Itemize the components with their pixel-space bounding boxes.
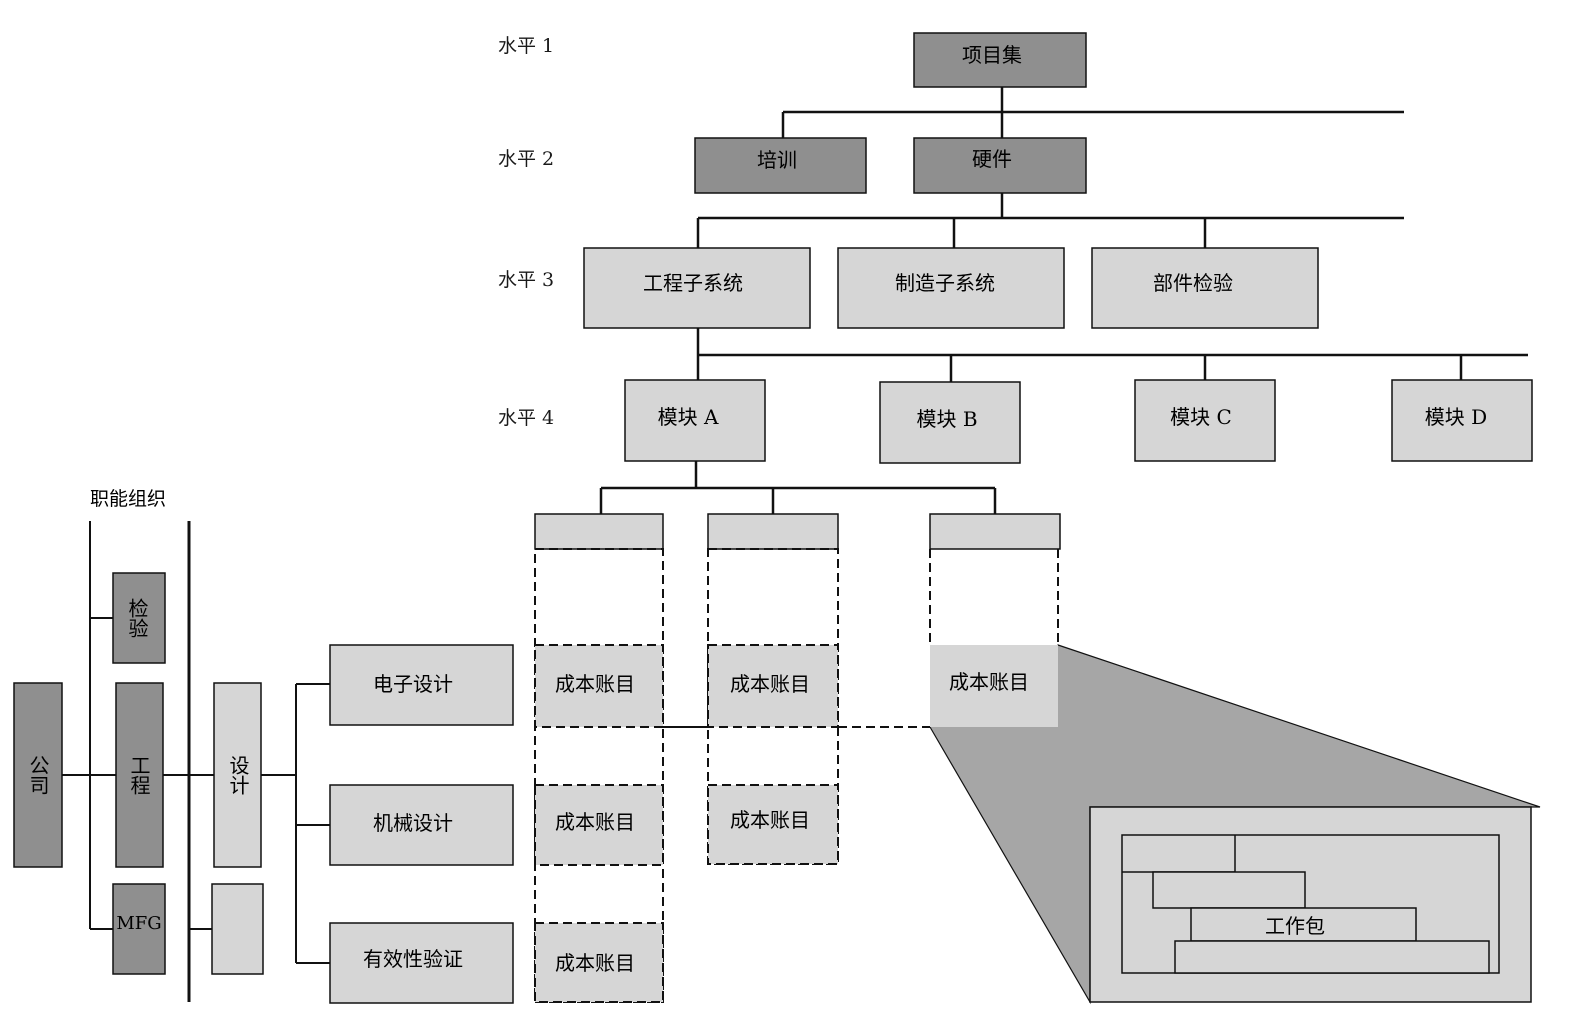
functional-org-title: 职能组织 [90,488,166,510]
cost-account-cell [707,784,839,865]
wbs-level5-box [534,513,664,550]
wbs-node-label: 培训 [757,148,797,172]
work-package-bar [1174,940,1490,974]
design-unit-label: 机械设计 [373,811,453,835]
cost-account-label: 成本账目 [555,810,635,834]
cost-account-cell [534,644,664,728]
wbs-node-hardware [913,137,1087,194]
design-unit-validation [329,922,514,1004]
department-inspection [112,572,166,664]
wbs-level2: 培训 硬件 [694,137,1087,194]
wbs-node-module-d [1391,379,1533,462]
wbs-root: 项目集 [913,32,1087,88]
wbs-level5-headers [534,513,1061,550]
cost-accounts: 成本账目 成本账目 成本账目 成本账目 成本账目 成本账目 [534,644,1058,1003]
company-box [13,682,63,868]
wbs-node-manufacturing-subsystem [837,247,1065,329]
root-label: 项目集 [962,43,1022,67]
wbs-node-label: 硬件 [972,147,1012,171]
department-label: 检验 [125,598,149,638]
work-package-label: 工作包 [1265,914,1325,938]
department-mfg [112,883,166,975]
wbs-node-label: 制造子系统 [895,271,995,295]
design-unit-label: 有效性验证 [363,947,463,971]
wbs-node-label: 模块 C [1170,405,1232,429]
design-blank-box [211,883,264,975]
cost-account-label: 成本账目 [949,670,1029,694]
department-label: 工程 [127,755,151,795]
level-label: 水平 1 [498,35,554,57]
cost-account-cell [534,922,664,1003]
wbs-node-label: 模块 D [1425,405,1487,429]
wbs-node-module-a [624,379,766,462]
wbs-node-module-c [1134,379,1276,462]
wbs-node-label: 部件检验 [1153,271,1233,295]
design-unit-label: 电子设计 [373,672,453,696]
magnify-funnel: 工作包 [929,644,1541,1005]
functional-org: 职能组织 公司 检验 工程 MFG 设计 电子设计 机械设 [13,488,514,1004]
company-label: 公司 [26,755,50,795]
work-package-bar [1152,871,1306,909]
wbs-level3: 工程子系统 制造子系统 部件检验 [583,247,1319,329]
cost-account-label: 成本账目 [555,951,635,975]
wbs-level4: 模块 A 模块 B 模块 C 模块 D [624,379,1533,464]
wbs-node-label: 模块 A [658,405,719,429]
department-engineering [115,682,164,868]
work-package-bar [1190,907,1417,942]
level-labels: 水平 1 水平 2 水平 3 水平 4 [498,35,554,429]
wbs-node-component-inspection [1091,247,1319,329]
wbs-node-training [694,137,867,194]
cost-account-label: 成本账目 [730,808,810,832]
cost-account-label: 成本账目 [555,672,635,696]
design-unit-electronic [329,644,514,726]
cost-account-cell [534,784,664,866]
wbs-node-module-b [879,381,1021,464]
wbs-connectors [599,87,1528,514]
design-box [213,682,262,868]
department-label: MFG [116,913,161,934]
cost-account-cell [707,644,839,728]
level-label: 水平 4 [498,407,554,429]
root-box [913,32,1087,88]
wbs-node-engineering-subsystem [583,247,811,329]
level-label: 水平 2 [498,148,554,170]
wbs-node-label: 工程子系统 [643,271,743,295]
level-label: 水平 3 [498,269,554,291]
wbs-level5-box [707,513,839,550]
wbs-node-label: 模块 B [916,407,977,431]
design-label: 设计 [226,755,250,795]
cost-account-label: 成本账目 [730,672,810,696]
wbs-level5-box [929,513,1061,550]
cost-account-cell-highlight [930,645,1058,727]
design-unit-mechanical [329,784,514,866]
